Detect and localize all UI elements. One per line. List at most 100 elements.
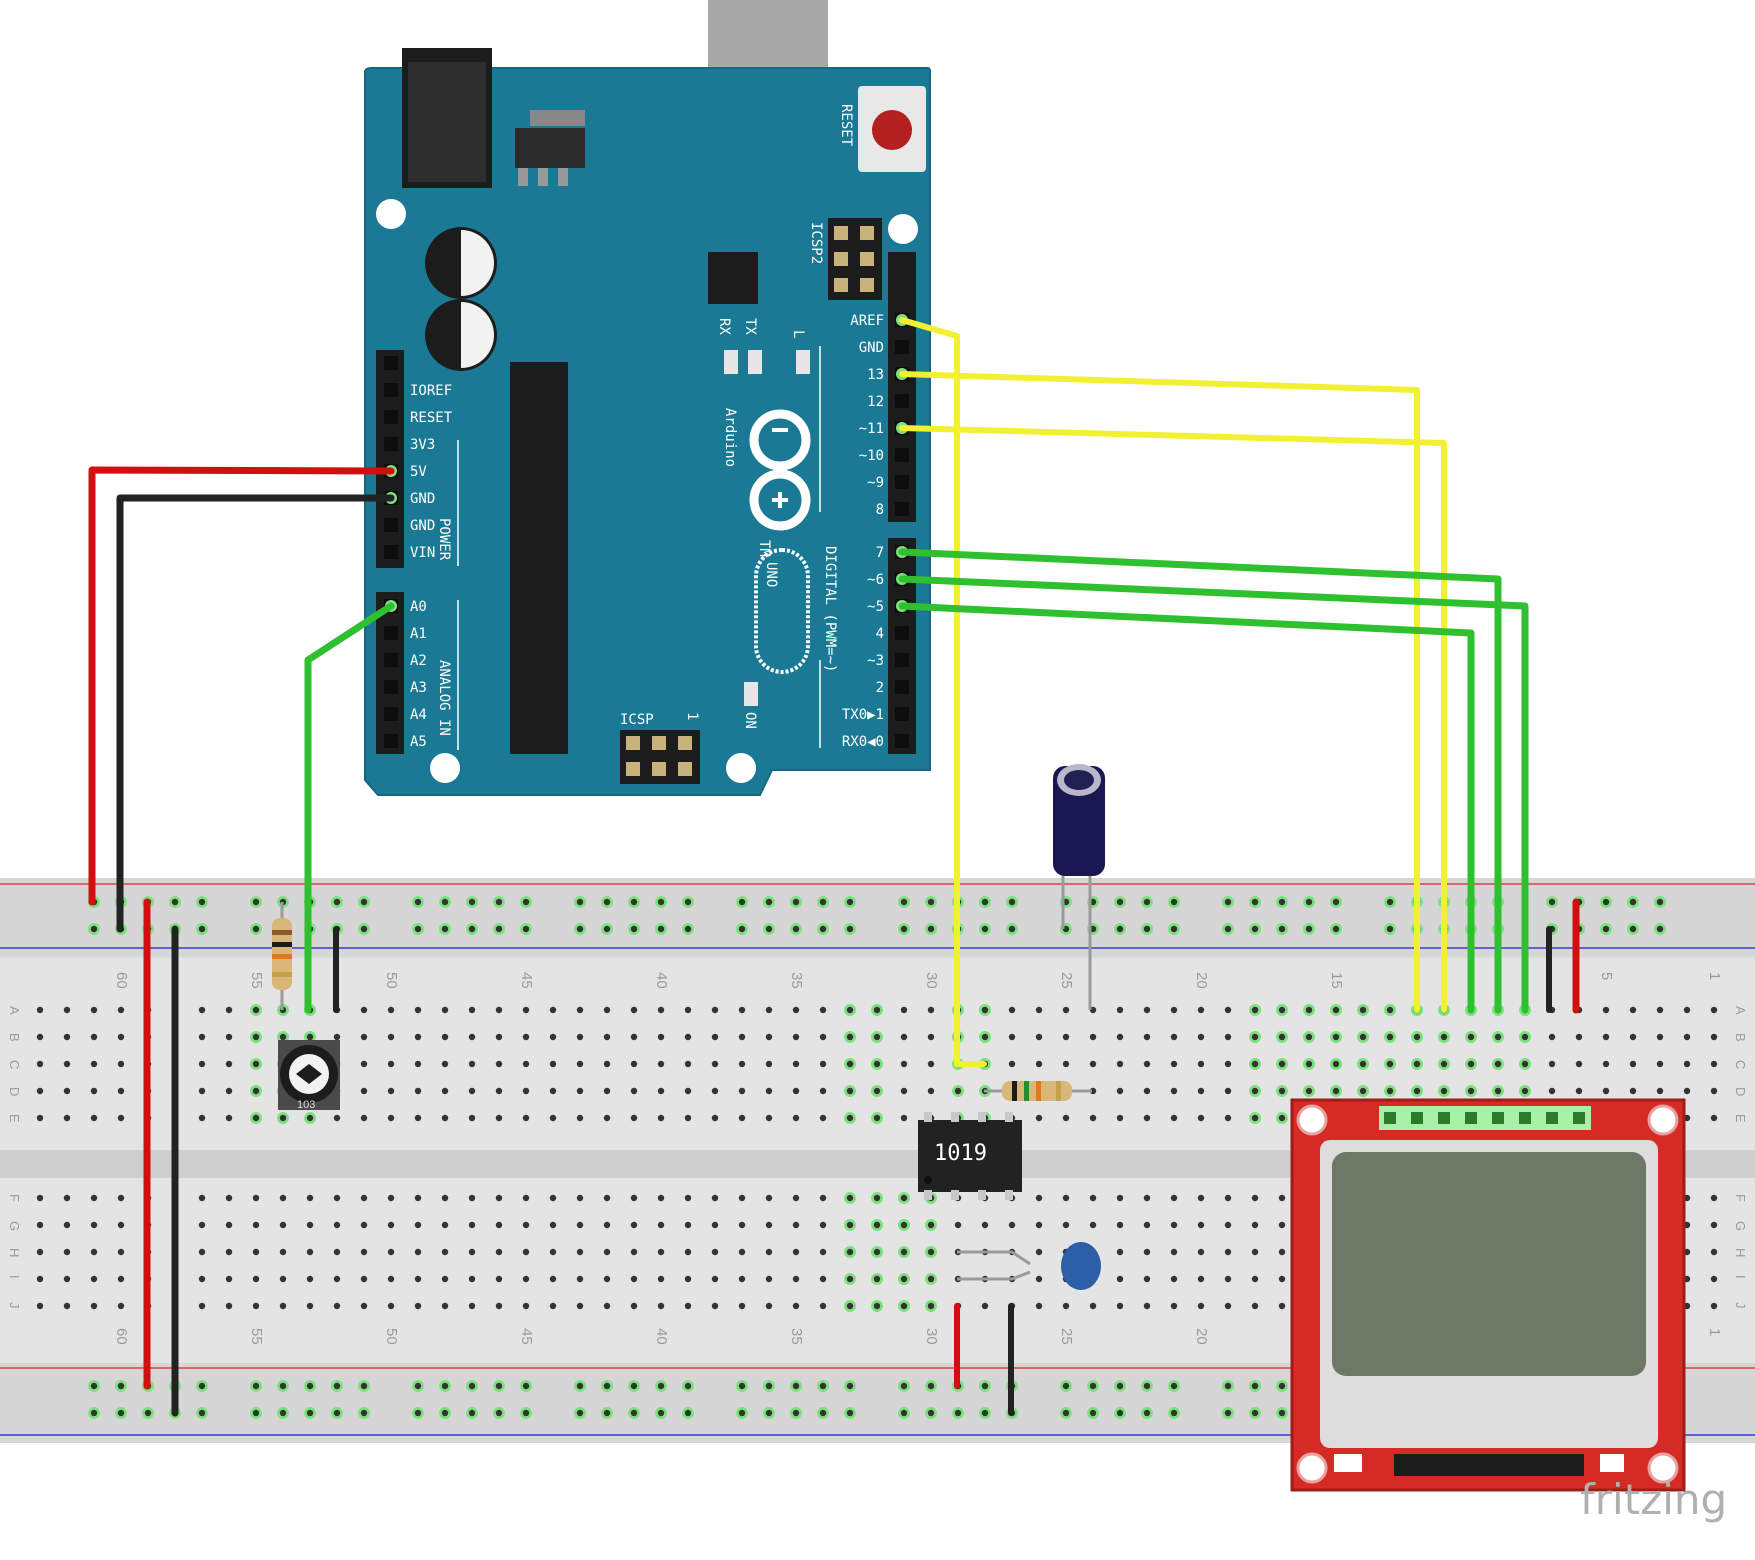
breadboard-hole — [630, 1275, 638, 1283]
power-pin-label: VIN — [410, 545, 435, 561]
breadboard-hole — [657, 1060, 665, 1068]
header-pin — [384, 356, 398, 370]
breadboard-hole — [792, 1275, 800, 1283]
breadboard-hole — [90, 1087, 98, 1095]
tx-label: TX — [742, 318, 758, 335]
breadboard-hole — [522, 1221, 530, 1229]
breadboard-hole — [873, 1087, 881, 1095]
lcd-pin — [1438, 1112, 1450, 1124]
rail-hole — [576, 1382, 584, 1390]
breadboard-hole — [657, 1221, 665, 1229]
breadboard-hole — [1278, 1087, 1286, 1095]
rail-hole — [927, 925, 935, 933]
rail-hole — [1305, 925, 1313, 933]
breadboard-hole — [1089, 1114, 1097, 1122]
icsp-label: ICSP — [620, 712, 654, 728]
breadboard-hole — [954, 1087, 962, 1095]
breadboard-hole — [306, 1221, 314, 1229]
breadboard-hole — [495, 1006, 503, 1014]
rail-hole — [441, 1409, 449, 1417]
breadboard-hole — [1197, 1087, 1205, 1095]
breadboard-hole — [1278, 1033, 1286, 1041]
breadboard-hole — [1251, 1060, 1259, 1068]
breadboard-hole — [657, 1248, 665, 1256]
breadboard-hole — [333, 1114, 341, 1122]
breadboard-hole — [252, 1275, 260, 1283]
rail-hole — [738, 1382, 746, 1390]
rail-hole — [900, 925, 908, 933]
breadboard-hole — [1467, 1087, 1475, 1095]
wire-d6-green — [898, 575, 1529, 1014]
breadboard-hole — [576, 1114, 584, 1122]
breadboard-hole — [1683, 1006, 1691, 1014]
breadboard-hole — [1359, 1060, 1367, 1068]
breadboard-hole — [927, 1302, 935, 1310]
rail-hole — [1548, 898, 1556, 906]
breadboard-hole — [495, 1194, 503, 1202]
rail-hole — [1251, 898, 1259, 906]
rail-hole — [1170, 1382, 1178, 1390]
breadboard-hole — [495, 1114, 503, 1122]
breadboard-hole — [90, 1302, 98, 1310]
breadboard-hole — [1170, 1194, 1178, 1202]
rail-hole — [900, 898, 908, 906]
rail-hole — [792, 1382, 800, 1390]
breadboard-hole — [414, 1114, 422, 1122]
column-number-bottom: 1 — [1706, 1328, 1723, 1336]
breadboard-hole — [630, 1221, 638, 1229]
breadboard-hole — [279, 1302, 287, 1310]
breadboard-hole — [846, 1248, 854, 1256]
breadboard-hole — [1710, 1087, 1718, 1095]
breadboard-hole — [1089, 1194, 1097, 1202]
breadboard-hole — [684, 1033, 692, 1041]
rail-hole — [1224, 925, 1232, 933]
row-letter: B — [7, 1033, 22, 1042]
digital-pin-label: ~6 — [867, 572, 884, 588]
breadboard-hole — [1116, 1114, 1124, 1122]
rail-hole — [1089, 1409, 1097, 1417]
breadboard-hole — [1575, 1033, 1583, 1041]
breadboard-hole — [360, 1275, 368, 1283]
breadboard-hole — [225, 1275, 233, 1283]
breadboard-hole — [738, 1194, 746, 1202]
breadboard-hole — [1035, 1033, 1043, 1041]
breadboard-hole — [36, 1060, 44, 1068]
rail-hole — [927, 1382, 935, 1390]
breadboard-hole — [387, 1006, 395, 1014]
breadboard-hole — [1251, 1221, 1259, 1229]
breadboard-hole — [1251, 1033, 1259, 1041]
rail-hole — [765, 1409, 773, 1417]
breadboard-hole — [1305, 1060, 1313, 1068]
rail-hole — [90, 1409, 98, 1417]
breadboard-hole — [1224, 1033, 1232, 1041]
breadboard-hole — [90, 1114, 98, 1122]
breadboard-hole — [1710, 1302, 1718, 1310]
breadboard-hole — [1008, 1033, 1016, 1041]
breadboard-hole — [117, 1087, 125, 1095]
breadboard-hole — [738, 1087, 746, 1095]
rail-hole — [1386, 925, 1394, 933]
row-letter: I — [1733, 1275, 1748, 1279]
rail-hole — [522, 1382, 530, 1390]
rail-hole — [1116, 898, 1124, 906]
breadboard-hole — [1278, 1194, 1286, 1202]
power-pin-label: GND — [410, 518, 435, 534]
breadboard-hole — [981, 1033, 989, 1041]
rail-hole — [1278, 925, 1286, 933]
breadboard-hole — [1251, 1302, 1259, 1310]
breadboard-hole — [360, 1087, 368, 1095]
rail-hole — [117, 1382, 125, 1390]
power-pin-label: 5V — [410, 464, 427, 480]
breadboard-hole — [819, 1275, 827, 1283]
breadboard-hole — [792, 1248, 800, 1256]
column-number-top: 30 — [923, 972, 940, 989]
breadboard-hole — [63, 1194, 71, 1202]
breadboard-hole — [1359, 1006, 1367, 1014]
breadboard-hole — [63, 1033, 71, 1041]
breadboard-hole — [819, 1302, 827, 1310]
rail-hole — [468, 898, 476, 906]
breadboard-hole — [414, 1221, 422, 1229]
analog-pin-label: A4 — [410, 707, 427, 723]
breadboard-hole — [603, 1060, 611, 1068]
digital-pin-label: 12 — [867, 394, 884, 410]
